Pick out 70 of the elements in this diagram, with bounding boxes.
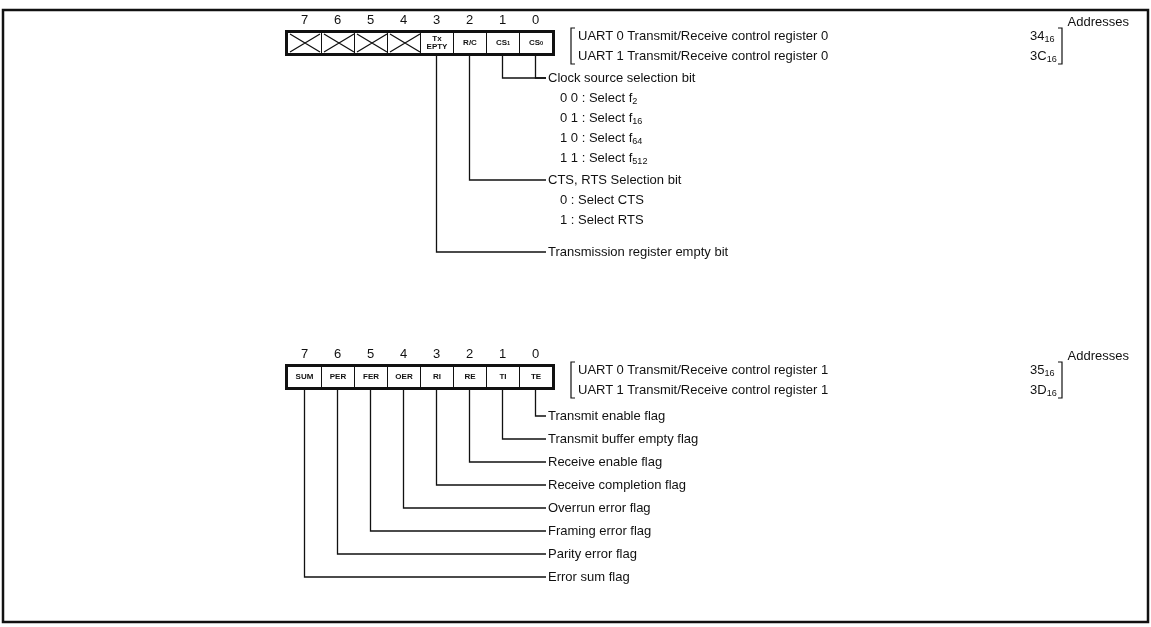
- bit-number: 2: [465, 346, 474, 361]
- bit-number: 4: [399, 346, 408, 361]
- leader-line: [501, 389, 547, 440]
- setting-option: 0 0 : Select f$_{2}$: [560, 88, 696, 108]
- setting-option: 0 : Select CTS: [560, 190, 682, 210]
- register-cell: Tx EPTY: [420, 33, 453, 53]
- bit-number: 5: [366, 346, 375, 361]
- bit-number: 5: [366, 12, 375, 27]
- register-cell: OER: [387, 367, 420, 387]
- setting-option: 1 : Select RTS: [560, 210, 682, 230]
- register-name: UART 1 Transmit/Receive control register 0: [578, 47, 829, 65]
- unused-bit-cell: [354, 33, 387, 53]
- unused-bit-cell: [387, 33, 420, 53]
- bit-description: Overrun error flag: [548, 498, 651, 518]
- bit-number: 0: [531, 346, 540, 361]
- bit-number: 6: [333, 12, 342, 27]
- leader-line: [402, 389, 547, 509]
- register-box: [285, 364, 555, 390]
- register-cell: FER: [354, 367, 387, 387]
- bit-number: 4: [399, 12, 408, 27]
- bit-number: 3: [432, 346, 441, 361]
- unused-bit-cell: [321, 33, 354, 53]
- bit-number: 1: [498, 346, 507, 361]
- bit-number: 1: [498, 12, 507, 27]
- bit-description: Framing error flag: [548, 521, 652, 541]
- leader-line: [534, 389, 547, 417]
- bit-description: Parity error flag: [548, 544, 637, 564]
- bit-description: Transmission register empty bit: [548, 242, 729, 262]
- leader-line: [435, 55, 547, 253]
- leader-line: [435, 389, 547, 486]
- setting-option: 1 0 : Select f$_{64}$: [560, 128, 696, 148]
- register-cell: R/C: [453, 33, 486, 53]
- register-name: UART 0 Transmit/Receive control register 0: [578, 27, 829, 45]
- setting-option: 0 1 : Select f$_{16}$: [560, 108, 696, 128]
- leader-line: [369, 389, 547, 532]
- bit-number: 0: [531, 12, 540, 27]
- leader-line: [468, 55, 547, 181]
- register-cell: RE: [453, 367, 486, 387]
- register-name: UART 1 Transmit/Receive control register 1: [578, 381, 829, 399]
- address-value: 35$_{16}$: [1030, 361, 1055, 380]
- bit-description: Clock source selection bit: [548, 69, 696, 87]
- leader-line: [303, 389, 547, 578]
- bit-number: 7: [300, 12, 309, 27]
- address-value: 34$_{16}$: [1030, 27, 1055, 46]
- address-value: 3D$_{16}$: [1030, 381, 1057, 400]
- bit-description: Transmit buffer empty flag: [548, 429, 699, 449]
- bit-number: 2: [465, 12, 474, 27]
- bit-number: 6: [333, 346, 342, 361]
- bit-number: 7: [300, 346, 309, 361]
- bit-description: Receive completion flag: [548, 475, 687, 495]
- register-cell: RI: [420, 367, 453, 387]
- leader-line: [468, 389, 547, 463]
- bit-description: Receive enable flag: [548, 452, 663, 472]
- register-cell: TE: [519, 367, 552, 387]
- register-cell: PER: [321, 367, 354, 387]
- unused-bit-cell: [288, 33, 321, 53]
- bit-number: 3: [432, 12, 441, 27]
- leader-line: [336, 389, 547, 555]
- register-cell: SUM: [288, 367, 321, 387]
- leader-line: [534, 55, 547, 79]
- address-heading: Addresses: [1067, 13, 1129, 31]
- bit-description: CTS, RTS Selection bit: [548, 171, 682, 189]
- register-cell: TI: [486, 367, 519, 387]
- register-box: [285, 30, 555, 56]
- setting-option: 1 1 : Select f$_{512}$: [560, 148, 696, 168]
- bit-description: Transmit enable flag: [548, 406, 666, 426]
- bit-description: Error sum flag: [548, 567, 630, 587]
- address-heading: Addresses: [1067, 347, 1129, 365]
- register-name: UART 0 Transmit/Receive control register 1: [578, 361, 829, 379]
- address-value: 3C$_{16}$: [1030, 47, 1057, 66]
